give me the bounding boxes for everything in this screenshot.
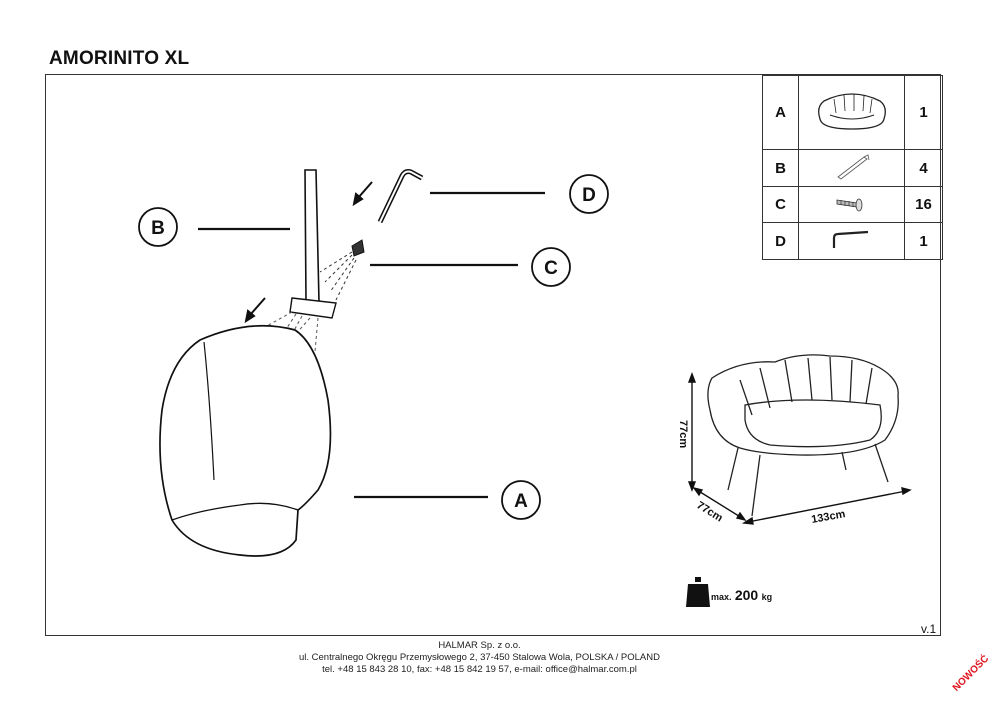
callout-a: A — [501, 480, 541, 520]
direction-arrows — [244, 181, 373, 324]
parts-table: A 1 B 4 C 16 — [762, 75, 943, 260]
callout-c-label: C — [544, 258, 558, 279]
callout-lines — [198, 191, 545, 499]
parts-row: B 4 — [762, 149, 943, 187]
max-load-value: 200 — [734, 587, 759, 603]
callout-a-label: A — [514, 491, 528, 512]
mounting-plate — [289, 297, 337, 319]
footer: HALMAR Sp. z o.o. ul. Centralnego Okręgu… — [0, 640, 959, 676]
sofa-underside — [159, 324, 332, 557]
max-load-label: max. 200 kg — [711, 587, 772, 603]
callout-c: C — [531, 247, 571, 287]
weight-icon — [686, 577, 710, 607]
leg-part-b — [304, 169, 320, 303]
sofa-icon — [798, 75, 905, 150]
footer-company: HALMAR Sp. z o.o. — [438, 640, 521, 651]
footer-contact: tel. +48 15 843 28 10, fax: +48 15 842 1… — [322, 664, 637, 675]
max-load-unit: kg — [761, 592, 773, 602]
parts-row: A 1 — [762, 75, 943, 150]
screw-icon — [798, 186, 905, 223]
instruction-frame — [45, 74, 941, 636]
parts-row: D 1 — [762, 222, 943, 260]
screw-part-c — [351, 239, 365, 257]
callout-b-label: B — [151, 218, 165, 239]
sofa-dimension-drawing — [707, 354, 899, 517]
part-quantity: 16 — [904, 186, 943, 223]
allen-key-icon — [798, 222, 905, 260]
callout-b: B — [138, 207, 178, 247]
callout-d: D — [569, 174, 609, 214]
dimension-lines — [687, 372, 912, 525]
callout-d-label: D — [582, 185, 596, 206]
width-dimension-label: 133cm — [810, 508, 846, 526]
screw-guide-lines — [319, 251, 357, 301]
part-letter: A — [762, 75, 799, 150]
version-label: v.1 — [921, 622, 937, 636]
height-dimension-label: 77cm — [677, 420, 689, 448]
footer-address: ul. Centralnego Okręgu Przemysłowego 2, … — [298, 652, 660, 663]
depth-dimension-label: 77cm — [694, 499, 724, 524]
part-quantity: 4 — [904, 149, 943, 187]
max-load-prefix: max. — [711, 592, 732, 602]
product-title: AMORINITO XL — [49, 48, 190, 69]
part-quantity: 1 — [904, 222, 943, 260]
leg-icon — [798, 149, 905, 187]
